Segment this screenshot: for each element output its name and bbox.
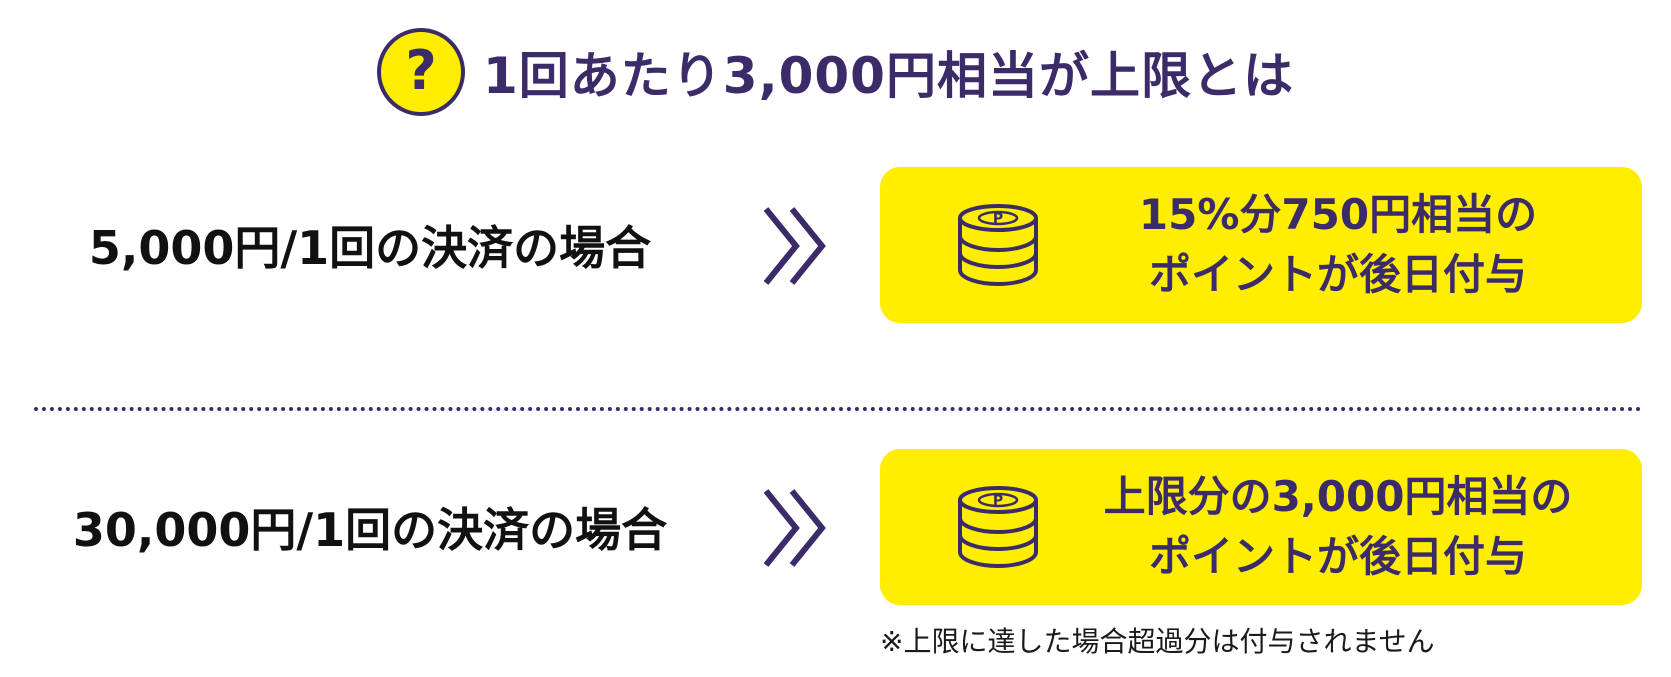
case-label: 5,000円/1回の決済の場合 — [88, 221, 652, 275]
case-row-2: 30,000円/1回の決済の場合 P 上限分の3,000円相当の ポイントが後日… — [0, 449, 1671, 605]
result-text: 上限分の3,000円相当の ポイントが後日付与 — [1050, 449, 1626, 605]
result-line-1: 15%分750円相当の — [1138, 190, 1538, 239]
question-mark-glyph: ? — [405, 42, 436, 102]
result-text: 15%分750円相当の ポイントが後日付与 — [1050, 167, 1626, 323]
result-line-2: ポイントが後日付与 — [1148, 250, 1527, 299]
dotted-divider — [34, 407, 1642, 411]
question-badge-icon: ? — [377, 28, 466, 116]
result-box: P 上限分の3,000円相当の ポイントが後日付与 — [880, 449, 1642, 605]
result-line-1: 上限分の3,000円相当の — [1103, 472, 1573, 521]
page-title: 1回あたり3,000円相当が上限とは — [483, 47, 1294, 105]
case-row-1: 5,000円/1回の決済の場合 P 15%分750円相当の ポイントが後日付与 — [0, 167, 1671, 323]
result-box: P 15%分750円相当の ポイントが後日付与 — [880, 167, 1642, 323]
double-chevron-right-icon — [763, 207, 826, 285]
coin-letter: P — [993, 493, 1003, 509]
point-coin-stack-icon: P — [958, 486, 1038, 569]
coin-letter: P — [993, 211, 1003, 227]
case-label: 30,000円/1回の決済の場合 — [72, 503, 668, 557]
question-mark-icon: ? — [405, 42, 436, 102]
point-coin-stack-icon: P — [958, 204, 1038, 287]
double-chevron-right-icon — [763, 489, 826, 567]
footnote: ※上限に達した場合超過分は付与されません — [880, 625, 1435, 658]
result-line-2: ポイントが後日付与 — [1148, 532, 1527, 581]
page-title-row: ? 1回あたり3,000円相当が上限とは — [0, 24, 1671, 120]
